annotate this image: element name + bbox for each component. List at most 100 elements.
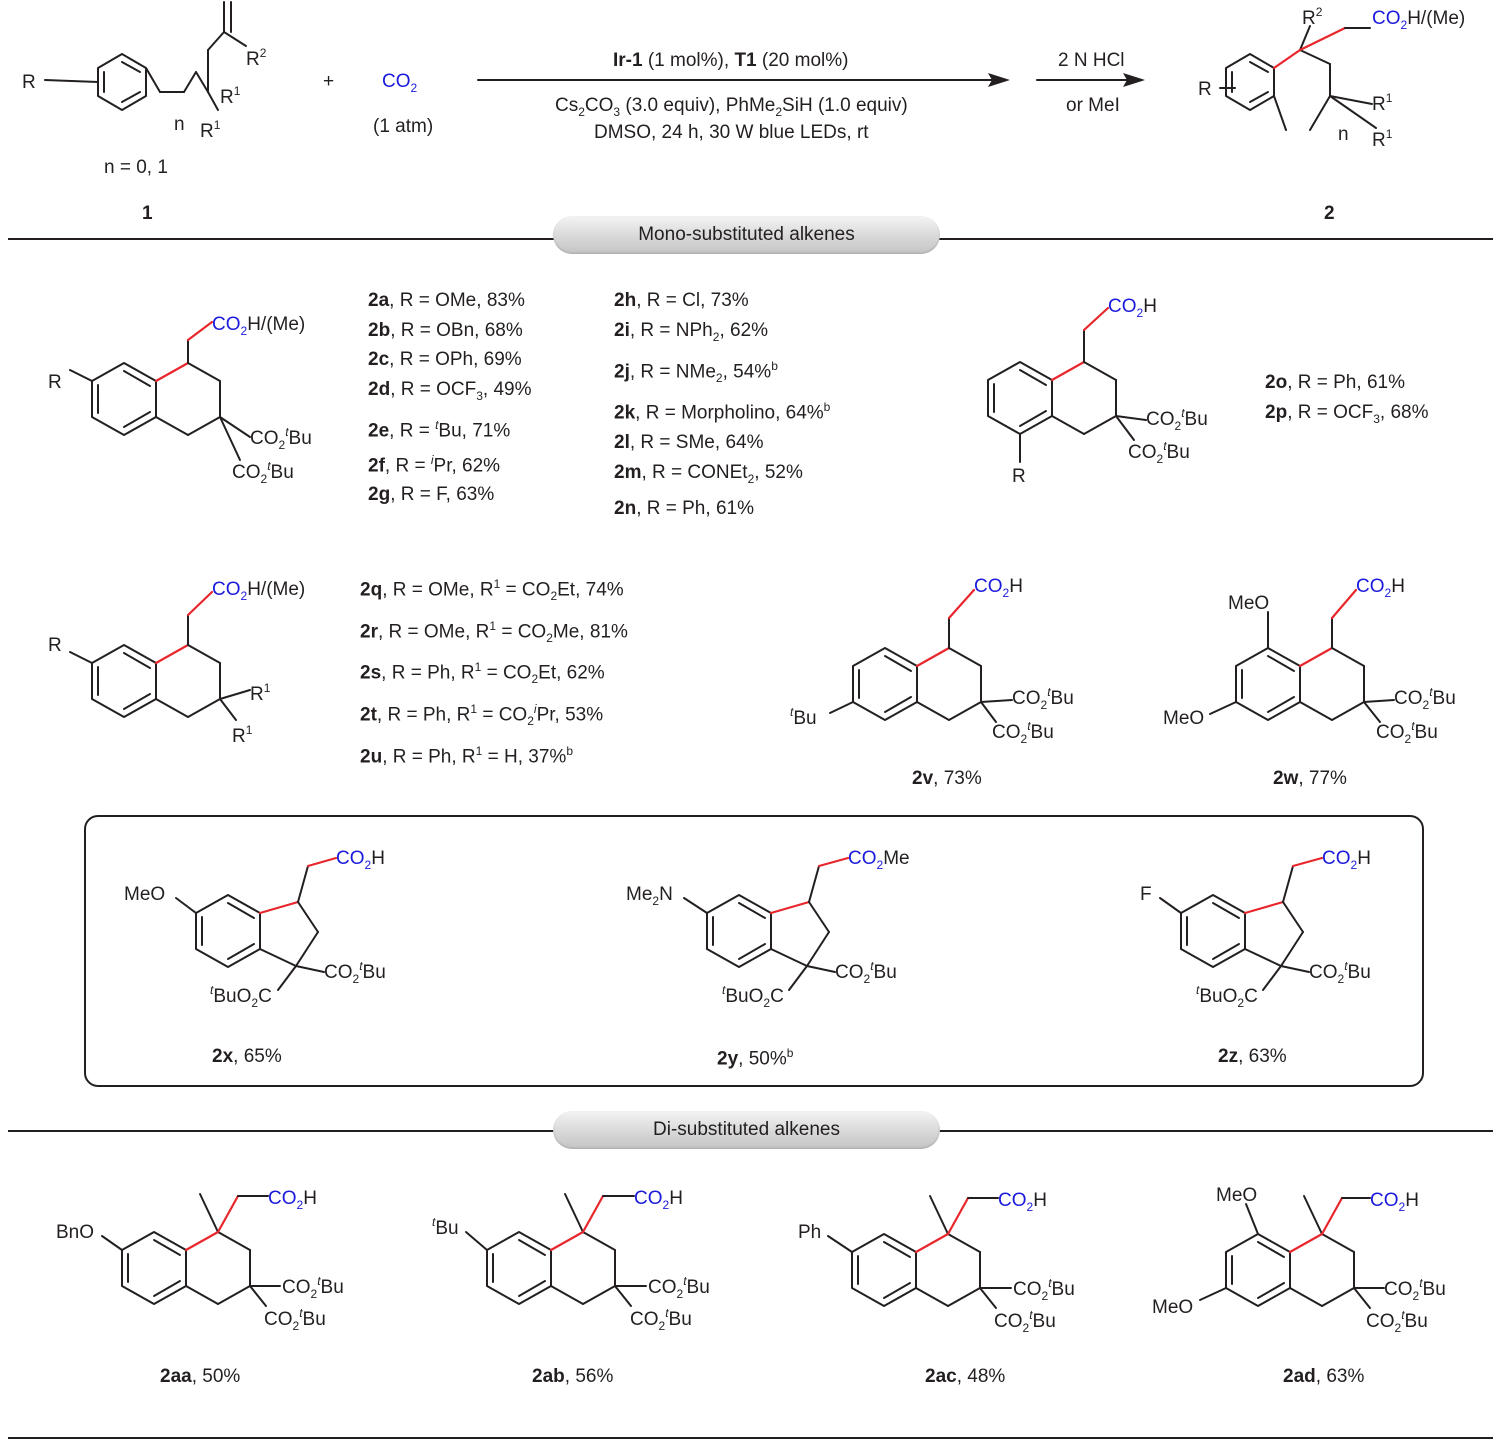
svg-text:CO2tBu: CO2tBu: [1012, 685, 1074, 712]
svg-text:tBuO2C: tBuO2C: [210, 983, 272, 1010]
svg-text:CO2Me: CO2Me: [848, 848, 910, 872]
entry-2r: 2r, R = OMe, R1 = CO2Me, 81%: [360, 618, 628, 645]
svg-text:CO2tBu: CO2tBu: [1384, 1276, 1446, 1303]
svg-text:n: n: [174, 114, 185, 135]
svg-text:R2: R2: [246, 46, 267, 70]
svg-text:R: R: [48, 635, 62, 656]
entry-2t: 2t, R = Ph, R1 = CO2iPr, 53%: [360, 701, 604, 728]
svg-text:Ir-1 (1 mol%), T1 (20 mol%): Ir-1 (1 mol%), T1 (20 mol%): [613, 50, 848, 71]
entry-list-2a-2g: 2a, R = OMe, 83% 2b, R = OBn, 68% 2c, R …: [368, 286, 532, 510]
svg-text:R: R: [1012, 466, 1026, 487]
entry-2g: 2g, R = F, 63%: [368, 484, 495, 506]
entry-2s: 2s, R = Ph, R1 = CO2Et, 62%: [360, 660, 605, 687]
co2-reagent: CO2: [382, 71, 418, 95]
structure-2a-2n: R CO2H/(Me) CO2tBu CO2tBu: [48, 314, 312, 486]
svg-text:n: n: [1338, 124, 1349, 145]
svg-text:CO2tBu: CO2tBu: [835, 959, 897, 986]
entry-2b: 2b, R = OBn, 68%: [368, 319, 523, 341]
svg-text:CO2tBu: CO2tBu: [324, 959, 386, 986]
structure-2x: MeO CO2H CO2tBu tBuO2C: [124, 848, 386, 1010]
svg-text:tBu: tBu: [432, 1215, 459, 1239]
svg-text:tBuO2C: tBuO2C: [1196, 983, 1258, 1010]
section-pill-di: Di-substituted alkenes: [553, 1111, 940, 1149]
svg-text:CO2H: CO2H: [1322, 848, 1371, 872]
entry-2p: 2p, R = OCF3, 68%: [1265, 401, 1429, 426]
svg-text:CO2H: CO2H: [998, 1190, 1047, 1214]
svg-text:BnO: BnO: [56, 1222, 94, 1243]
svg-text:tBuO2C: tBuO2C: [722, 983, 784, 1010]
substrate-1-structure: R n R1 R1 R2 n = 0, 1 1: [22, 1, 267, 224]
caption-2ac: 2ac, 48%: [925, 1366, 1006, 1387]
svg-text:or MeI: or MeI: [1066, 95, 1120, 116]
svg-text:MeO: MeO: [1163, 708, 1204, 729]
caption-2ad: 2ad, 63%: [1283, 1366, 1365, 1387]
entry-2u: 2u, R = Ph, R1 = H, 37%b: [360, 743, 574, 767]
entry-list-2q-2u: 2q, R = OMe, R1 = CO2Et, 74% 2r, R = OMe…: [360, 570, 628, 771]
entry-2f: 2f, R = iPr, 62%: [368, 452, 501, 476]
structure-2v: tBu CO2H CO2tBu CO2tBu: [790, 576, 1074, 746]
reaction-arrow-main: Ir-1 (1 mol%), T1 (20 mol%) Cs2CO3 (3.0 …: [477, 50, 1010, 143]
svg-text:CO2tBu: CO2tBu: [648, 1274, 710, 1301]
svg-text:Cs2CO3 (3.0 equiv), PhMe2SiH (: Cs2CO3 (3.0 equiv), PhMe2SiH (1.0 equiv): [555, 95, 908, 119]
svg-text:R: R: [1198, 79, 1212, 100]
svg-text:CO2H: CO2H: [268, 1188, 317, 1212]
entry-2c: 2c, R = OPh, 69%: [368, 349, 522, 370]
svg-text:MeO: MeO: [124, 884, 165, 905]
svg-text:2 N HCl: 2 N HCl: [1058, 50, 1125, 71]
svg-text:DMSO, 24 h, 30 W blue LEDs, rt: DMSO, 24 h, 30 W blue LEDs, rt: [594, 122, 869, 143]
svg-text:CO2tBu: CO2tBu: [1146, 406, 1208, 433]
svg-text:CO2tBu: CO2tBu: [1376, 719, 1438, 746]
svg-text:CO2H: CO2H: [1356, 576, 1405, 600]
structure-2ad: MeO MeO CO2H CO2tBu CO2tBu: [1152, 1185, 1446, 1335]
caption-2y: 2y, 50%b: [717, 1046, 794, 1070]
structure-2o-2p: R CO2H CO2tBu CO2tBu: [987, 296, 1208, 487]
svg-text:CO2tBu: CO2tBu: [992, 719, 1054, 746]
svg-text:CO2tBu: CO2tBu: [282, 1274, 344, 1301]
svg-text:CO2H: CO2H: [1108, 296, 1157, 320]
svg-text:CO2tBu: CO2tBu: [1013, 1276, 1075, 1303]
svg-text:R: R: [22, 72, 36, 93]
entry-2n: 2n, R = Ph, 61%: [614, 498, 754, 520]
svg-text:R2: R2: [1302, 5, 1323, 29]
entry-2i: 2i, R = NPh2, 62%: [614, 319, 769, 344]
svg-text:CO2tBu: CO2tBu: [630, 1306, 692, 1333]
svg-text:R: R: [48, 372, 62, 393]
caption-2x: 2x, 65%: [212, 1046, 282, 1067]
svg-text:R1: R1: [200, 118, 221, 142]
co2-pressure: (1 atm): [373, 116, 433, 137]
entry-list-2h-2n: 2h, R = Cl, 73% 2i, R = NPh2, 62% 2j, R …: [614, 286, 830, 524]
svg-text:CO2H/(Me): CO2H/(Me): [212, 314, 305, 338]
svg-text:CO2H: CO2H: [336, 848, 385, 872]
svg-text:R1: R1: [250, 681, 271, 705]
svg-text:MeO: MeO: [1216, 1185, 1257, 1206]
structure-2w: MeO MeO CO2H CO2tBu CO2tBu: [1163, 576, 1456, 746]
svg-text:CO2H: CO2H: [1370, 1190, 1419, 1214]
reaction-arrow-workup: 2 N HCl or MeI: [1036, 50, 1145, 116]
svg-text:CO2H: CO2H: [974, 576, 1023, 600]
entry-2o: 2o, R = Ph, 61%: [1265, 372, 1405, 393]
caption-2v: 2v, 73%: [912, 768, 982, 789]
caption-2aa: 2aa, 50%: [160, 1366, 241, 1387]
svg-text:CO2H: CO2H: [634, 1188, 683, 1212]
caption-2w: 2w, 77%: [1273, 768, 1347, 789]
plus-sign: +: [323, 71, 334, 92]
entry-2d: 2d, R = OCF3, 49%: [368, 378, 532, 403]
svg-text:CO2H/(Me): CO2H/(Me): [212, 579, 305, 603]
entry-2h: 2h, R = Cl, 73%: [614, 290, 749, 311]
svg-text:CO2tBu: CO2tBu: [994, 1308, 1056, 1335]
svg-text:CO2tBu: CO2tBu: [1366, 1308, 1428, 1335]
entry-2l: 2l, R = SMe, 64%: [614, 432, 764, 454]
svg-text:2: 2: [1324, 203, 1335, 224]
svg-text:R1: R1: [1372, 127, 1393, 151]
svg-text:Ph: Ph: [798, 1222, 821, 1243]
svg-text:F: F: [1140, 884, 1152, 905]
entry-2k: 2k, R = Morpholino, 64%b: [614, 400, 831, 424]
product-2-structure: R n R2 CO2H/(Me) R1 R1 2: [1198, 5, 1465, 224]
bottom-divider: [8, 1437, 1493, 1439]
entry-2e: 2e, R = tBu, 71%: [368, 417, 511, 442]
structure-2aa: BnO CO2H CO2tBu CO2tBu: [56, 1188, 344, 1333]
entry-2a: 2a, R = OMe, 83%: [368, 290, 525, 311]
svg-text:tBu: tBu: [790, 705, 817, 729]
svg-text:CO2tBu: CO2tBu: [250, 425, 312, 452]
